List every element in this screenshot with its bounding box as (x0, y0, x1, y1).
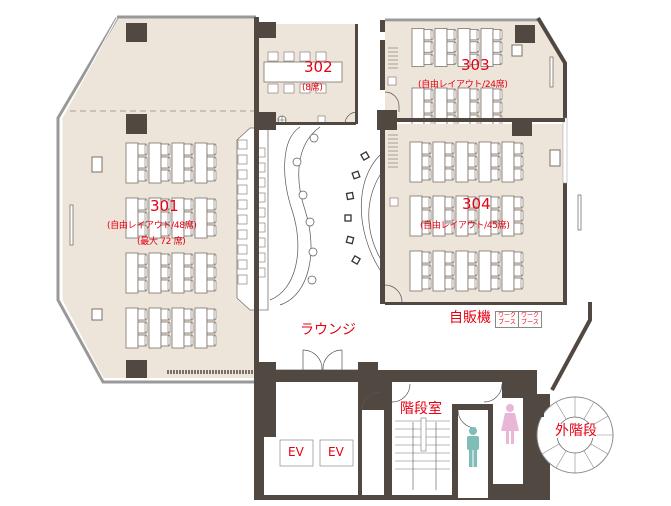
room-301-capacity: (自由レイアウト/48席) (107, 221, 197, 231)
room-304[interactable] (384, 117, 582, 304)
lounge-label: ラウンジ (300, 322, 356, 338)
walls (254, 17, 567, 382)
room-303[interactable] (384, 16, 567, 128)
elevator-1-label: EV (288, 445, 304, 459)
work-booth-2[interactable]: ワーク ブース (518, 311, 542, 328)
vending-machine-label: 自販機 (449, 310, 491, 326)
room-304-capacity: (自由レイアウト/45席) (420, 221, 510, 231)
male-restroom-icon (467, 427, 479, 467)
room-302[interactable] (258, 24, 358, 125)
work-booth-1[interactable]: ワーク ブース (495, 311, 519, 328)
outer-stairs-label: 外階段 (555, 423, 597, 439)
room-301-max-capacity: (最大 72 席) (137, 237, 186, 247)
room-303-capacity: (自由レイアウト/24席) (418, 80, 508, 90)
stair-room-label: 階段室 (400, 401, 442, 417)
room-304-number: 304 (462, 195, 491, 213)
lounge-door[interactable] (276, 349, 358, 371)
elevator-2-label: EV (328, 445, 344, 459)
female-restroom-icon (501, 404, 519, 444)
room-301[interactable] (56, 15, 269, 384)
room-303-number: 303 (461, 56, 490, 74)
room-301-number: 301 (150, 197, 179, 215)
lounge-furniture (269, 126, 381, 306)
room-302-capacity: (8席) (302, 83, 323, 93)
work-booth-2-label: ワーク ブース (520, 312, 539, 326)
work-booth-1-label: ワーク ブース (497, 312, 516, 326)
room-302-number: 302 (304, 58, 333, 76)
core (254, 370, 550, 500)
